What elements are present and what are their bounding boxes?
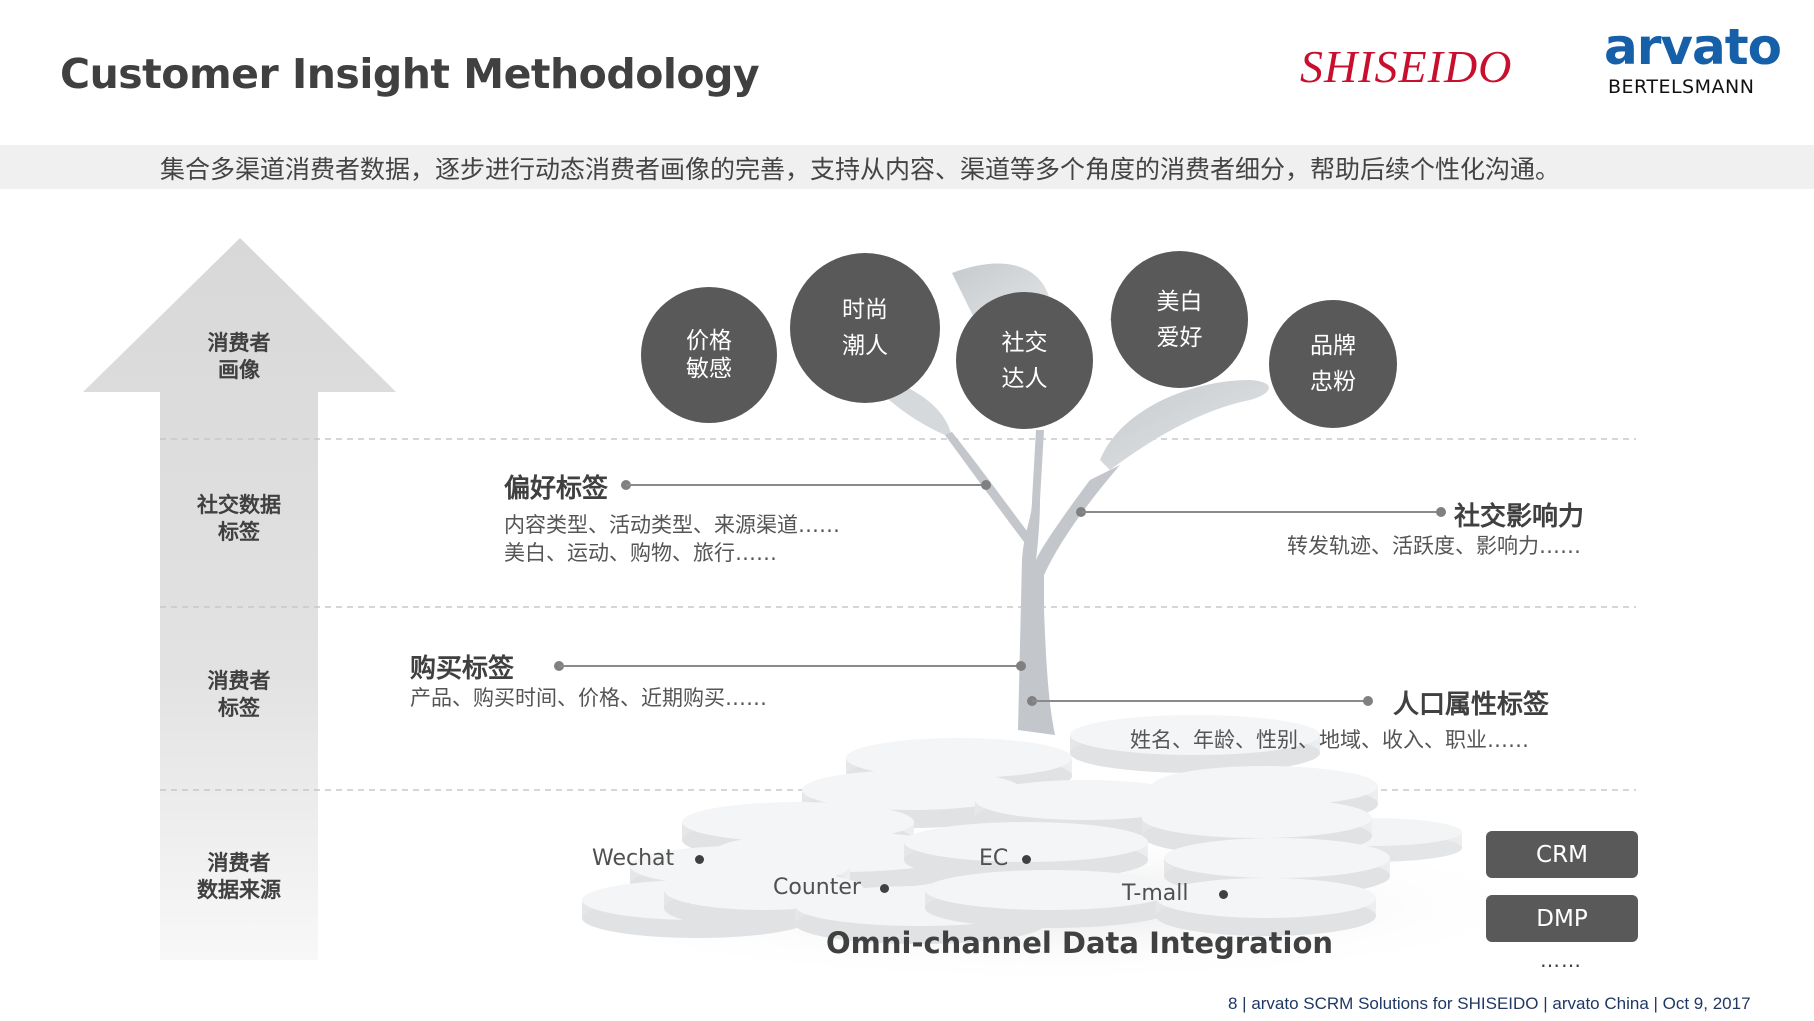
shiseido-logo: SHISEIDO bbox=[1300, 41, 1513, 92]
integration-title: Omni-channel Data Integration bbox=[826, 926, 1334, 960]
demographic-tag-title: 人口属性标签 bbox=[1393, 690, 1550, 720]
persona-line: 品牌 bbox=[1310, 333, 1356, 359]
level-label-consumer-data-sources: 消费者 数据来源 bbox=[159, 850, 319, 904]
level-label-line: 标签 bbox=[218, 696, 260, 720]
subtitle-text: 集合多渠道消费者数据，逐步进行动态消费者画像的完善，支持从内容、渠道等多个角度的… bbox=[160, 155, 1561, 184]
level-label-line: 消费者 bbox=[207, 851, 271, 875]
arvato-logo: arvato bbox=[1604, 18, 1782, 76]
demographic-tag-desc: 姓名、年龄、性别、地域、收入、职业…… bbox=[1130, 728, 1529, 752]
channel-dot bbox=[1219, 890, 1228, 899]
purchase-tag-title: 购买标签 bbox=[410, 654, 515, 684]
persona-brand-loyal-fan: 品牌 忠粉 bbox=[1269, 300, 1397, 428]
channel-tmall: T-mall bbox=[1122, 881, 1189, 906]
level-label-consumer-profile: 消费者 画像 bbox=[159, 330, 319, 384]
connector-line bbox=[626, 484, 986, 486]
connector-line bbox=[559, 665, 1021, 667]
preference-tag-title: 偏好标签 bbox=[504, 474, 609, 504]
system-crm: CRM bbox=[1486, 831, 1638, 878]
level-label-line: 画像 bbox=[218, 358, 260, 382]
persona-social-influencer: 社交 达人 bbox=[956, 292, 1093, 429]
connector-dot bbox=[1016, 661, 1026, 671]
level-label-line: 社交数据 bbox=[197, 493, 281, 517]
persona-whitening-lover: 美白 爱好 bbox=[1111, 251, 1248, 388]
subtitle-banner bbox=[0, 145, 1814, 189]
level-label-social-data-tags: 社交数据 标签 bbox=[159, 492, 319, 546]
channel-dot bbox=[880, 884, 889, 893]
persona-line: 价格 bbox=[686, 328, 732, 354]
connector-dot bbox=[1436, 507, 1446, 517]
channel-ec: EC bbox=[979, 846, 1009, 871]
connector-dot bbox=[1363, 696, 1373, 706]
system-dmp: DMP bbox=[1486, 895, 1638, 942]
connector-line bbox=[1032, 700, 1368, 702]
social-influence-tag-title: 社交影响力 bbox=[1454, 502, 1585, 532]
systems-more: …… bbox=[1540, 948, 1582, 972]
data-disc-stack bbox=[582, 715, 1462, 944]
channel-counter: Counter bbox=[773, 875, 861, 900]
persona-line: 爱好 bbox=[1156, 324, 1203, 351]
bertelsmann-logo-text: BERTELSMANN bbox=[1608, 76, 1755, 98]
persona-line: 潮人 bbox=[842, 333, 888, 359]
persona-line: 忠粉 bbox=[1310, 369, 1356, 395]
upward-arrow bbox=[83, 238, 396, 960]
persona-line: 美白 bbox=[1156, 288, 1203, 315]
connector-line bbox=[1081, 511, 1441, 513]
level-label-line: 消费者 bbox=[207, 331, 271, 355]
persona-line: 社交 bbox=[1001, 329, 1048, 356]
level-label-line: 消费者 bbox=[207, 669, 271, 693]
persona-line: 达人 bbox=[1001, 365, 1048, 392]
connector-dot bbox=[981, 480, 991, 490]
channel-dot bbox=[1022, 855, 1031, 864]
level-label-line: 标签 bbox=[218, 520, 260, 544]
purchase-tag-desc: 产品、购买时间、价格、近期购买…… bbox=[410, 686, 767, 710]
level-label-line: 数据来源 bbox=[197, 878, 281, 902]
tree-trunk bbox=[945, 430, 1120, 735]
level-label-consumer-tags: 消费者 标签 bbox=[159, 668, 319, 722]
preference-tag-desc-1: 内容类型、活动类型、来源渠道…… bbox=[504, 513, 840, 537]
channel-wechat: Wechat bbox=[592, 846, 675, 871]
social-influence-tag-desc: 转发轨迹、活跃度、影响力…… bbox=[1287, 534, 1581, 558]
persona-line: 敏感 bbox=[686, 356, 732, 382]
channel-dot bbox=[695, 855, 704, 864]
persona-fashion-trendsetter: 时尚 潮人 bbox=[790, 253, 940, 403]
footer-text: 8 | arvato SCRM Solutions for SHISEIDO |… bbox=[1228, 994, 1751, 1013]
page-title: Customer Insight Methodology bbox=[60, 50, 760, 98]
persona-line: 时尚 bbox=[842, 297, 888, 323]
persona-price-sensitive: 价格 敏感 bbox=[641, 287, 777, 423]
preference-tag-desc-2: 美白、运动、购物、旅行…… bbox=[504, 541, 777, 565]
